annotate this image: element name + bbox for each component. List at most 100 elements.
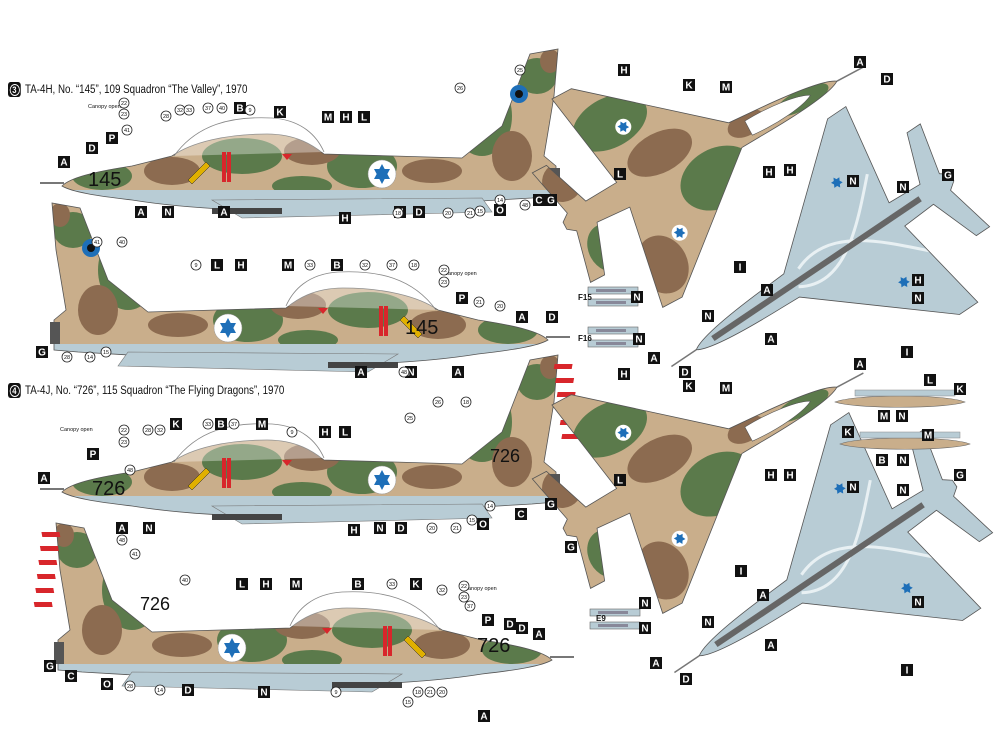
callout-letter: H xyxy=(786,471,793,482)
decal-number-callout: 21 xyxy=(424,686,436,698)
decal-number-callout: 14 xyxy=(494,194,506,206)
camouflage xyxy=(62,49,558,211)
tank-body xyxy=(834,395,966,408)
callout-box xyxy=(339,212,351,224)
airframe-outline xyxy=(698,411,994,657)
red-stripe xyxy=(227,458,231,488)
callout-letter-p4_bottom: G xyxy=(954,469,966,482)
profile-number-badge: 4 xyxy=(8,383,21,398)
canopy-warning-triangle xyxy=(318,308,328,314)
callout-letter-p4_right: L xyxy=(236,578,248,591)
callout-box xyxy=(878,410,890,422)
tail-red-flash xyxy=(33,602,53,607)
fuselage-outline xyxy=(55,522,553,685)
callout-letter-p3_top: M xyxy=(720,81,732,94)
red-stripe xyxy=(222,152,226,182)
callout-letter-p4_bottom: A xyxy=(757,589,769,602)
callout-letter-p3_left: A xyxy=(218,206,230,219)
callout-letter: C xyxy=(517,510,524,521)
star-of-david-icon xyxy=(831,177,843,188)
decal-number-callout: 15 xyxy=(402,696,414,708)
callout-box xyxy=(720,81,732,93)
callout-letter-p4_tanks: K xyxy=(954,383,966,396)
decal-number-callout: 37 xyxy=(228,418,240,430)
callout-box xyxy=(256,418,268,430)
callout-letter-p3_top: K xyxy=(683,79,695,92)
callout-circle xyxy=(442,207,454,219)
decal-number: 40 xyxy=(182,578,188,584)
aircraft-side-view xyxy=(50,202,570,373)
callout-box xyxy=(452,366,464,378)
callout-letter: N xyxy=(914,598,921,609)
decal-number-callout: 41 xyxy=(121,124,133,136)
decal-number: 37 xyxy=(389,263,395,269)
decal-number: 25 xyxy=(517,68,523,74)
callout-box xyxy=(162,206,174,218)
callout-box xyxy=(702,310,714,322)
callout-letter-p3_top: H xyxy=(763,166,775,179)
callout-letter: H xyxy=(237,261,244,272)
decal-number-callout: 14 xyxy=(84,351,96,363)
star-of-david-icon xyxy=(220,318,236,338)
callout-box xyxy=(319,426,331,438)
camo-brown-patch xyxy=(627,434,693,483)
decal-number: 9 xyxy=(334,690,337,696)
callout-box xyxy=(516,311,528,323)
red-stripe xyxy=(388,626,392,656)
callout-circle xyxy=(84,351,96,363)
callout-letter-p4_bottom: I xyxy=(901,664,913,677)
callout-letter-p4_stores: N xyxy=(639,597,651,610)
decal-number-callout: 21 xyxy=(473,296,485,308)
callout-box xyxy=(912,596,924,608)
callout-letter-p3_left: K xyxy=(274,106,286,119)
callout-letter-p3_bottom: I xyxy=(901,346,913,359)
callout-letter: M xyxy=(722,384,730,395)
callout-circle xyxy=(118,97,130,109)
callout-circle xyxy=(160,110,172,122)
callout-box xyxy=(44,660,56,672)
decal-number-callout: 32 xyxy=(436,584,448,596)
canopy-open-label: Canopy open xyxy=(60,427,93,433)
callout-letter: N xyxy=(635,335,642,346)
callout-box xyxy=(631,291,643,303)
callout-box xyxy=(36,346,48,358)
callout-letter-p3_bottom: A xyxy=(765,333,777,346)
decal-number-callout: 37 xyxy=(464,600,476,612)
red-stripe xyxy=(222,458,226,488)
badge-number: 3 xyxy=(9,83,20,96)
callout-letter-p4_bottom: H xyxy=(784,469,796,482)
decal-number: 23 xyxy=(121,112,127,118)
callout-letter-p4_left: L xyxy=(339,426,351,439)
canopy-warning-triangle xyxy=(322,628,332,634)
callout-box xyxy=(734,261,746,273)
callout-letter: M xyxy=(258,420,266,431)
callout-circle xyxy=(402,696,414,708)
decal-number-callout: 14 xyxy=(484,500,496,512)
callout-letter-p4_bottom: D xyxy=(680,673,692,686)
tank-body xyxy=(839,437,971,450)
callout-box xyxy=(211,259,223,271)
callout-letter-p4_top: G xyxy=(565,541,577,554)
callout-letter-p4_left: B xyxy=(215,418,227,431)
decal-number-callout: 20 xyxy=(426,522,438,534)
callout-letter: A xyxy=(137,208,144,219)
refuel-probe xyxy=(836,372,864,388)
decal-number-callout: 23 xyxy=(118,108,130,120)
callout-letter: I xyxy=(740,567,743,578)
callout-letter-p4_tanks: N xyxy=(896,410,908,423)
callout-letter-p4_bottom: A xyxy=(650,657,662,670)
callout-letter: H xyxy=(620,370,627,381)
callout-circle xyxy=(154,684,166,696)
canopy-open-outline xyxy=(173,117,325,157)
decal-number: 15 xyxy=(103,350,109,356)
store-f15-lower xyxy=(587,298,639,307)
callout-letter: A xyxy=(357,368,364,379)
decal-number: 32 xyxy=(157,428,163,434)
tail-number: 726 xyxy=(140,594,170,614)
callout-box xyxy=(683,79,695,91)
callout-circle xyxy=(386,578,398,590)
callout-circle xyxy=(91,236,103,248)
store-detail xyxy=(598,611,628,614)
callout-letter: G xyxy=(956,471,964,482)
callout-letter: N xyxy=(914,294,921,305)
